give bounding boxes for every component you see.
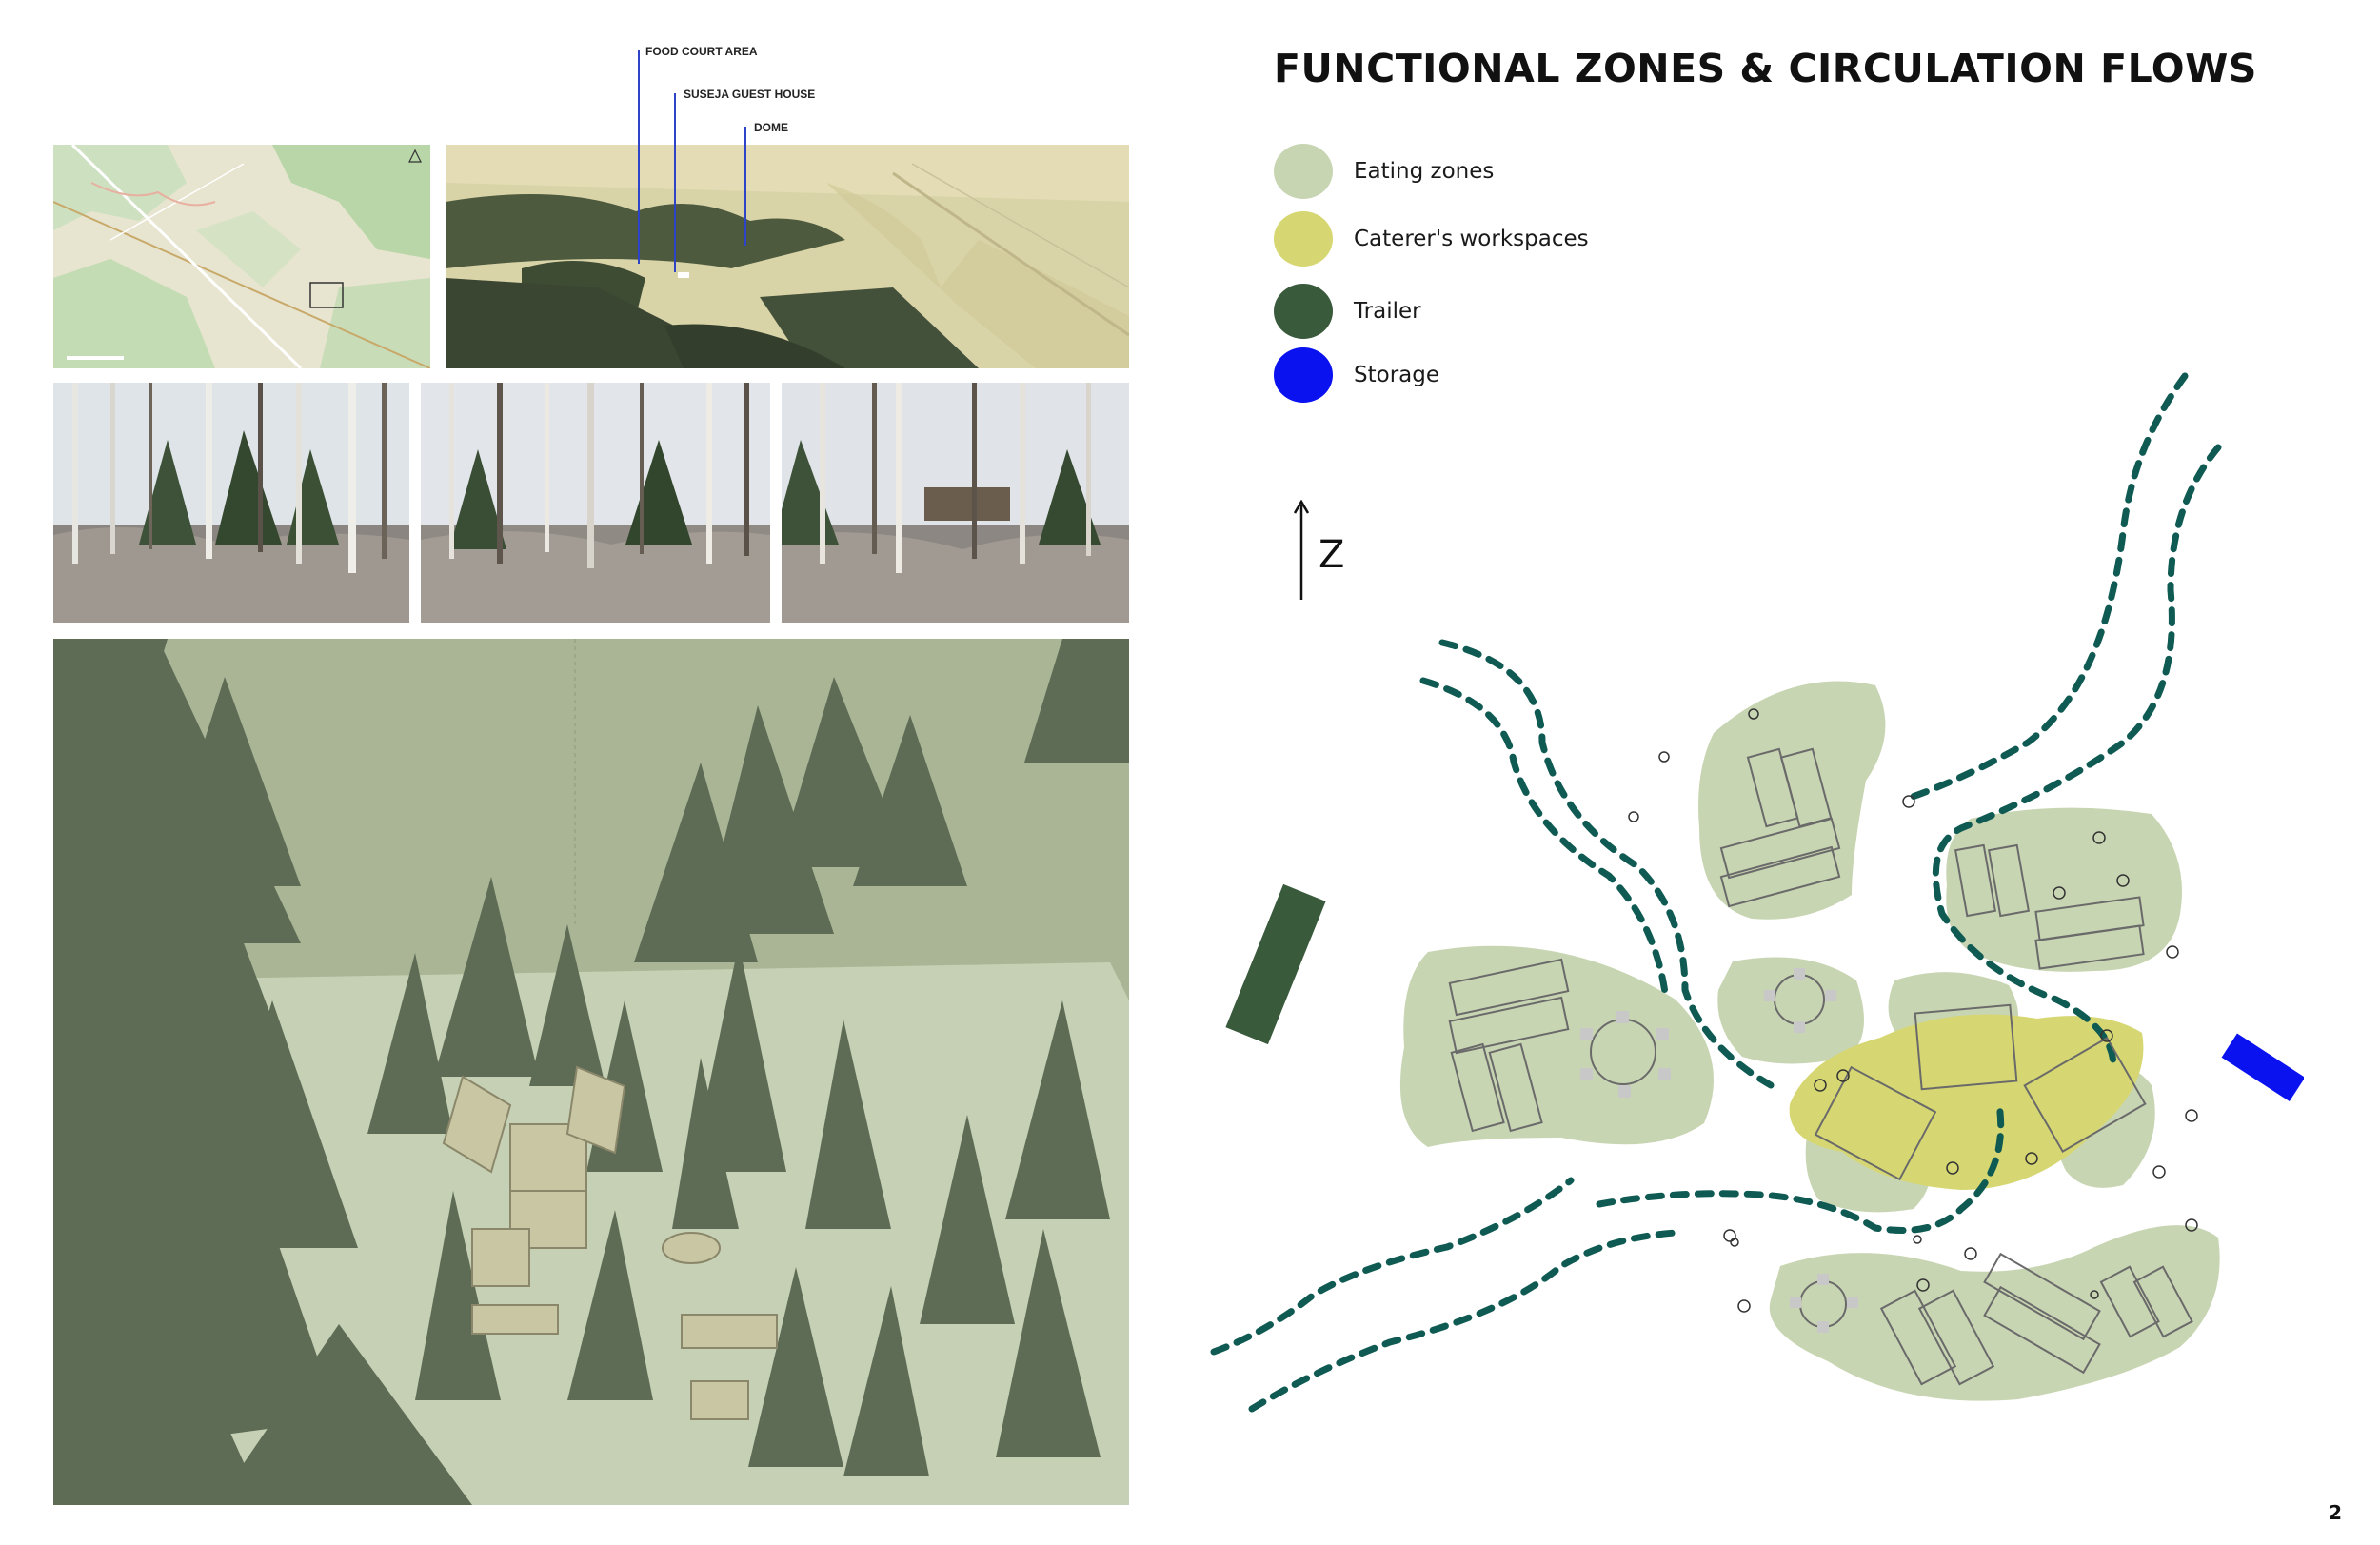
trailer-swatch-icon	[1274, 284, 1333, 339]
callout-dome: DOME	[754, 121, 788, 134]
eating-zone-swatch-icon	[1274, 144, 1333, 199]
circulation-path	[1932, 444, 2222, 1070]
callout-line-guest-house	[674, 93, 676, 272]
callout-guest-house: SUSEJA GUEST HOUSE	[684, 88, 816, 101]
north-arrow-icon	[1293, 500, 1310, 600]
forest-model-3d	[53, 639, 1129, 1505]
caterer-workspace-zone	[1789, 1014, 2144, 1190]
page-title: FUNCTIONAL ZONES & CIRCULATION FLOWS	[1274, 46, 2257, 91]
legend-label: Eating zones	[1354, 159, 1495, 184]
circulation-path	[1596, 1100, 2005, 1234]
site-plan	[1210, 372, 2304, 1413]
terrain-3d-view	[446, 145, 1129, 368]
eating-zone-west	[1399, 945, 1714, 1147]
legend-label: Caterer's workspaces	[1354, 227, 1589, 251]
callout-food-court: FOOD COURT AREA	[645, 45, 758, 58]
forest-photo-2	[421, 383, 770, 623]
circulation-path	[1210, 1177, 1575, 1356]
legend-item-caterer: Caterer's workspaces	[1274, 210, 1589, 267]
trailer-block	[1225, 883, 1326, 1045]
callout-line-food-court	[638, 50, 640, 264]
legend-item-trailer: Trailer	[1274, 283, 1421, 340]
circulation-path	[1248, 1229, 1679, 1413]
circulation-path	[1900, 372, 2189, 803]
legend-label: Trailer	[1354, 299, 1421, 324]
eating-zone-center-small	[1717, 957, 1864, 1064]
forest-photo-1	[53, 383, 409, 623]
legend-label: Storage	[1354, 363, 1439, 387]
legend-item-eating: Eating zones	[1274, 143, 1494, 200]
circulation-path	[1419, 677, 1670, 1003]
storage-block	[2221, 1033, 2304, 1101]
circulation-path	[1438, 639, 1775, 1089]
caterer-swatch-icon	[1274, 211, 1333, 267]
legend-item-storage: Storage	[1274, 347, 1439, 404]
forest-photo-3	[782, 383, 1129, 623]
callout-line-dome	[744, 127, 746, 246]
north-label: Z	[1319, 533, 1345, 577]
storage-swatch-icon	[1274, 347, 1333, 403]
eating-zone-south	[1769, 1225, 2220, 1401]
page-number: 2	[2329, 1501, 2342, 1524]
location-map	[53, 145, 430, 368]
